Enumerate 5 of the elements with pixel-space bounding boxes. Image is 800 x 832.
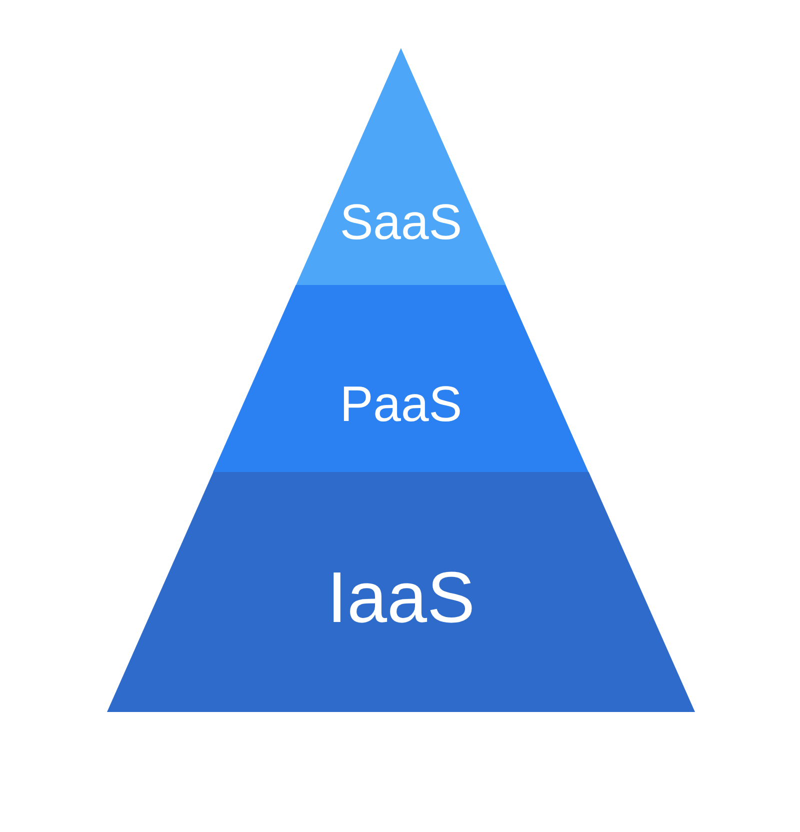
pyramid-tier <box>107 472 695 712</box>
tier-label: SaaS <box>340 197 462 247</box>
pyramid-tier <box>296 48 506 285</box>
tier-label: PaaS <box>340 379 462 429</box>
tier-label: IaaS <box>326 562 476 634</box>
